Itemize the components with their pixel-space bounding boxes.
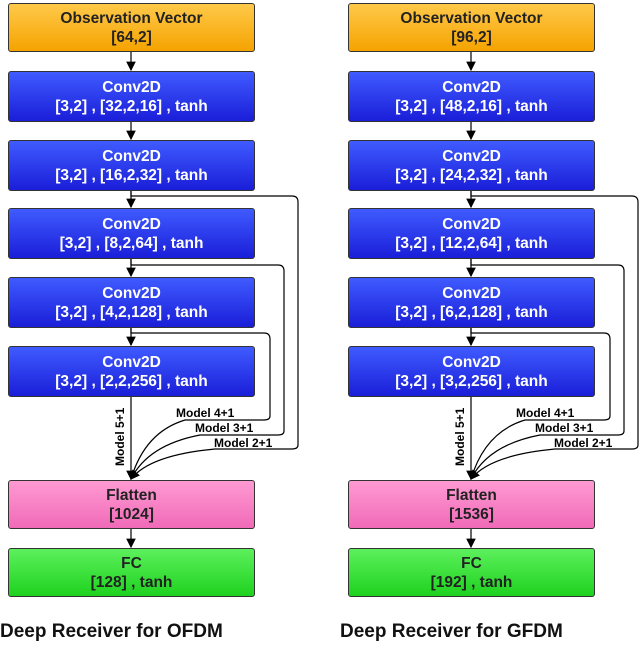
conv-params: [3,2] , [2,2,256] , tanh [55, 373, 208, 390]
fc-box: FC [128] , tanh [8, 548, 255, 597]
flatten-box: Flatten [1536] [348, 480, 595, 529]
conv-title: Conv2D [442, 148, 501, 165]
model-3-label: Model 3+1 [535, 421, 594, 435]
conv2d-layer-1: Conv2D [3,2] , [48,2,16] , tanh [348, 71, 595, 122]
observation-shape: [96,2] [451, 29, 492, 46]
conv2d-layer-3: Conv2D [3,2] , [8,2,64] , tanh [8, 208, 255, 259]
gfdm-caption: Deep Receiver for GFDM [340, 621, 563, 642]
conv-params: [3,2] , [16,2,32] , tanh [55, 167, 208, 184]
conv-params: [3,2] , [3,2,256] , tanh [395, 373, 548, 390]
conv2d-layer-1: Conv2D [3,2] , [32,2,16] , tanh [8, 71, 255, 122]
conv2d-layer-5: Conv2D [3,2] , [2,2,256] , tanh [8, 346, 255, 397]
flatten-title: Flatten [446, 487, 497, 504]
conv2d-layer-2: Conv2D [3,2] , [16,2,32] , tanh [8, 140, 255, 191]
fc-params: [128] , tanh [90, 574, 173, 591]
gfdm-panel: Model 5+1 Model 4+1 Model 3+1 Model 2+1 … [340, 0, 640, 647]
conv2d-layer-5: Conv2D [3,2] , [3,2,256] , tanh [348, 346, 595, 397]
fc-box: FC [192] , tanh [348, 548, 595, 597]
conv-params: [3,2] , [32,2,16] , tanh [55, 98, 208, 115]
conv2d-layer-4: Conv2D [3,2] , [6,2,128] , tanh [348, 277, 595, 328]
ofdm-connections: Model 5+1 Model 4+1 Model 3+1 Model 2+1 [113, 52, 299, 549]
observation-vector-box: Observation Vector [96,2] [348, 3, 595, 52]
gfdm-connections: Model 5+1 Model 4+1 Model 3+1 Model 2+1 [453, 52, 639, 549]
model-5-label: Model 5+1 [453, 407, 467, 466]
observation-title: Observation Vector [60, 10, 203, 27]
model-3-label: Model 3+1 [195, 421, 254, 435]
model-2-label: Model 2+1 [554, 436, 613, 450]
ofdm-panel: Model 5+1 Model 4+1 Model 3+1 Model 2+1 … [0, 3, 299, 642]
model-4-label: Model 4+1 [516, 406, 575, 420]
conv-title: Conv2D [442, 79, 501, 96]
conv-params: [3,2] , [8,2,64] , tanh [59, 235, 204, 252]
fc-title: FC [121, 555, 142, 572]
observation-title: Observation Vector [400, 10, 543, 27]
conv-title: Conv2D [102, 285, 161, 302]
fc-title: FC [461, 555, 482, 572]
conv-title: Conv2D [102, 79, 161, 96]
fc-params: [192] , tanh [430, 574, 513, 591]
flatten-shape: [1536] [449, 506, 494, 523]
conv-params: [3,2] , [48,2,16] , tanh [395, 98, 548, 115]
conv-params: [3,2] , [12,2,64] , tanh [395, 235, 548, 252]
ofdm-caption: Deep Receiver for OFDM [0, 621, 223, 642]
conv-params: [3,2] , [6,2,128] , tanh [395, 304, 548, 321]
flatten-shape: [1024] [109, 506, 154, 523]
conv-params: [3,2] , [4,2,128] , tanh [55, 304, 208, 321]
conv2d-layer-3: Conv2D [3,2] , [12,2,64] , tanh [348, 208, 595, 259]
conv-title: Conv2D [442, 354, 501, 371]
conv-title: Conv2D [102, 148, 161, 165]
conv-title: Conv2D [442, 216, 501, 233]
flatten-box: Flatten [1024] [8, 480, 255, 529]
model-2-label: Model 2+1 [214, 436, 273, 450]
conv2d-layer-4: Conv2D [3,2] , [4,2,128] , tanh [8, 277, 255, 328]
conv-title: Conv2D [102, 216, 161, 233]
conv2d-layer-2: Conv2D [3,2] , [24,2,32] , tanh [348, 140, 595, 191]
observation-shape: [64,2] [111, 29, 152, 46]
conv-title: Conv2D [442, 285, 501, 302]
conv-title: Conv2D [102, 354, 161, 371]
model-5-label: Model 5+1 [113, 407, 127, 466]
flatten-title: Flatten [106, 487, 157, 504]
model-4-label: Model 4+1 [176, 406, 235, 420]
conv-params: [3,2] , [24,2,32] , tanh [395, 167, 548, 184]
observation-vector-box: Observation Vector [64,2] [8, 3, 255, 52]
